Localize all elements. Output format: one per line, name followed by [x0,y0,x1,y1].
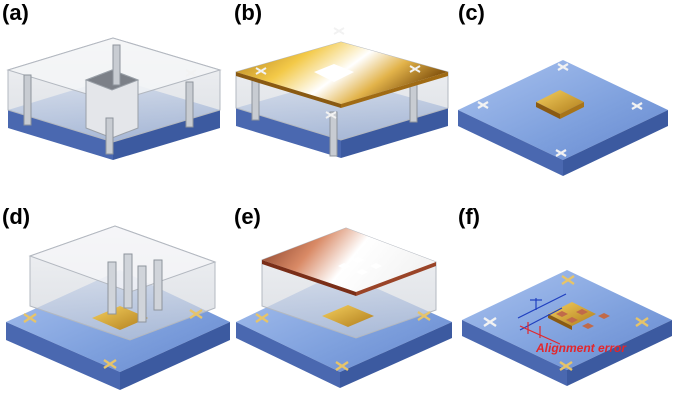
panel-a [6,37,222,160]
alignment-cross-icon [417,311,431,321]
gold-film-edge [341,72,448,108]
alignment-cross-icon [325,111,337,119]
alignment-error-label: Alignment error [535,341,627,355]
gold-pad-top [322,305,374,327]
alignment-cross-icon [483,317,497,327]
film-hole [352,257,364,263]
substrate-right-face [340,322,452,388]
pillar-icon [123,253,133,309]
panel-e [236,227,452,388]
alignment-cross-icon [561,275,575,285]
substrate-left-face [8,110,113,160]
mold-top [28,225,217,293]
alignment-error-indicator [517,293,567,345]
substrate-left-face [236,322,340,388]
panel-label-f: (f) [458,204,480,229]
alignment-cross-icon [477,101,489,109]
copper-dot [576,309,588,315]
substrate-left-face [6,322,120,390]
copper-dot [566,317,578,323]
alignment-cross-icon [333,27,345,35]
pillar-icon [251,77,260,121]
alignment-cross-icon [103,359,117,369]
substrate-left-face [236,108,341,158]
panel-b [235,27,449,158]
gold-pad-side [536,102,560,119]
copper-dot [598,313,610,319]
alignment-cross-icon [335,361,349,371]
substrate-left-face [458,110,563,176]
copper-film [262,228,436,292]
copper-film-edge [262,260,356,296]
panel-d [6,225,230,390]
film-hole [314,64,354,82]
alignment-cross-icon [635,317,649,327]
panel-f: Alignment error [462,270,672,386]
pillar-icon [137,265,147,323]
film-hole [338,263,350,269]
alignment-cross-icon [255,67,267,75]
alignment-cross-icon [559,361,573,371]
pillar-icon [153,259,163,311]
alignment-cross-icon [557,63,569,71]
film-hole [370,263,382,269]
substrate-right-face [120,322,230,390]
panel-c [458,60,668,176]
alignment-cross-icon [189,309,203,319]
alignment-cross-icon [631,102,643,110]
alignment-cross-icon [255,313,269,323]
pillar-icon [329,111,338,157]
substrate-right-face [563,110,668,176]
panel-label-a: (a) [2,0,29,25]
alignment-cross-icon [185,69,197,77]
panel-label-d: (d) [2,204,30,229]
pillar-icon [105,117,114,155]
copper-dot [556,311,568,317]
gold-film-edge [236,72,341,108]
copper-film-edge [356,262,436,296]
alignment-cross-icon [23,313,37,323]
pillar-icon [107,261,117,315]
panel-label-c: (c) [458,0,485,25]
gold-pad-side [560,102,584,119]
pillar-icon [185,81,194,128]
gold-pad-top [92,306,148,330]
panel-label-b: (b) [234,0,262,25]
tube-top [84,69,140,91]
copper-dot [582,323,594,329]
pillar-icon [112,44,121,86]
substrate-right-face [567,320,672,386]
gold-pad-side [548,314,572,330]
film-hole [356,269,368,275]
alignment-cross-icon [409,65,421,73]
substrate-right-face [341,108,448,158]
panel-label-e: (e) [234,204,261,229]
pillar-icon [23,74,32,126]
substrate-left-face [462,320,567,386]
alignment-cross-icon [555,149,567,157]
